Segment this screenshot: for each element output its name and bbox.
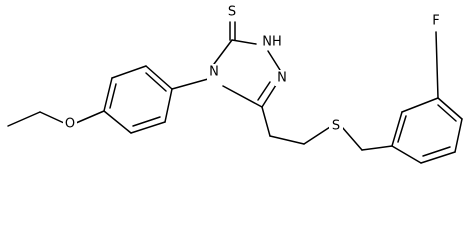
bond-n4-c5 <box>213 39 233 65</box>
atom-nh: NH <box>259 34 285 50</box>
bond-ch2-s <box>303 126 331 145</box>
structure-diagram: S NH N N O S F <box>7 4 463 164</box>
atom-label-sulfur-thioether: S <box>332 119 340 134</box>
atom-sulfur-thioether: S <box>329 118 343 134</box>
bond-phenyl-5 <box>130 121 166 134</box>
bond-phenyl-2 <box>111 65 147 79</box>
atom-label-fluorine: F <box>432 14 439 29</box>
bond-n2-c3 <box>261 84 277 108</box>
atom-label-nh: NH <box>262 35 282 50</box>
bond-phenyl-5-inner <box>132 116 161 127</box>
bond-fphenyl-1 <box>391 111 403 147</box>
atom-label-sulfur-thione: S <box>228 5 236 20</box>
bond-phenyl-6 <box>103 110 132 134</box>
bond-phenyl-1 <box>103 77 113 112</box>
bond-c5-n1 <box>231 39 257 45</box>
bond-n1-n2 <box>267 50 281 71</box>
bonds <box>7 21 463 164</box>
bond-fphenyl-3-inner <box>437 104 457 122</box>
atom-labels: S NH N N O S F <box>63 4 443 134</box>
bond-fphenyl-3 <box>437 97 463 120</box>
bond-ch2-ch2 <box>269 135 305 145</box>
bond-fphenyl-6 <box>391 145 422 164</box>
atom-oxygen: O <box>63 116 77 132</box>
bond-aryl-n4 <box>171 78 209 90</box>
bond-o-aryl <box>75 110 105 124</box>
bond-fphenyl-5 <box>420 151 456 164</box>
bond-s-ch2 <box>341 126 363 151</box>
bond-fphenyl-2 <box>401 97 439 113</box>
bond-n2-c3-inner <box>257 81 271 101</box>
bond-phenyl-1-inner <box>109 83 117 109</box>
bond-c3-ch2 <box>261 106 271 137</box>
bond-phenyl-3 <box>145 65 173 90</box>
bond-aryl-f <box>435 31 439 99</box>
bond-ethyl-ch2-o <box>39 111 65 124</box>
atom-n-ring: N <box>275 70 289 86</box>
bond-fphenyl-5-inner <box>422 146 451 157</box>
bond-fphenyl-1-inner <box>397 115 407 143</box>
atom-n4: N <box>207 64 221 80</box>
atom-sulfur-thione: S <box>225 4 239 20</box>
atom-label-n-ring: N <box>277 71 287 86</box>
bond-ch2-aryl <box>361 145 393 151</box>
bond-c3-n4 <box>222 85 263 108</box>
bond-fphenyl-4 <box>454 118 463 153</box>
bond-phenyl-3-inner <box>145 72 167 92</box>
bond-phenyl-4 <box>164 88 173 123</box>
atom-fluorine: F <box>429 13 443 29</box>
atom-label-n4: N <box>209 65 219 80</box>
bond-ethyl-ch3-ch2 <box>7 111 41 127</box>
atom-label-oxygen: O <box>65 117 75 132</box>
